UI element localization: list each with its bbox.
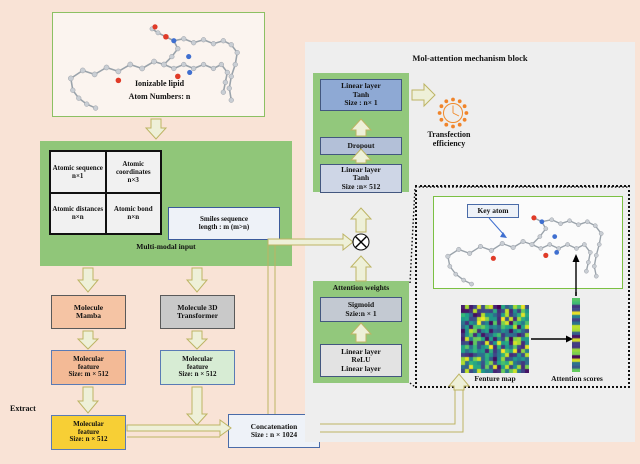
concat-line2: Size : n × 1024 [250,430,298,439]
transformer-line1: Molecule 3D [177,302,218,312]
relu-line2: ReLU [351,355,371,365]
feature-line2: feature [77,427,100,436]
key-atom-molecule-panel [433,196,623,289]
layer-line1: Linear layer [341,81,381,91]
feature-line1: Molecular [73,419,104,428]
arrow-transformer-to-feature [185,330,209,350]
feature-line2: feature [77,362,100,371]
relu-line1: Linear layer [341,346,381,356]
cell-size: n×n [71,213,84,222]
transfection-line2: efficiency [432,139,466,149]
dropout-box: Dropout [320,137,402,155]
ionizable-lipid-panel: Ionizable lipid Atom Numbers: n [52,12,265,117]
cell-name: Atomic sequence [52,163,103,172]
mamba-line1: Molecule [73,302,104,312]
atomic-distances-cell: Atomic distances n×n [50,192,106,234]
smiles-sequence-box: Smiles sequence length : m (m>n) [168,207,280,240]
mamba-line2: Mamba [76,311,101,320]
concat-line1: Concatenation [250,421,298,431]
key-atom-label-box: Key atom [467,204,519,218]
cell-name: Atomic coordinates [115,159,151,176]
layer-size: Size : n× 1 [344,98,378,108]
arrow-feature-to-concat [126,419,232,437]
feature-map-heatmap [461,305,529,373]
attention-scores-bar [572,298,580,372]
arrow-feature3d-down [185,386,209,426]
cell-name: Atomic bond [113,205,153,214]
molecule-3d-transformer-box: Molecule 3D Transformer [160,295,235,329]
molecular-feature-mamba-box: Molecular feature Size: m × 512 [51,350,126,385]
feature-map-label: Fenture map [474,374,516,383]
linear-layer-tanh-bottom-box: Linear layer Tanh Size :n× 512 [320,164,402,193]
layer-line2: Tanh [352,173,370,183]
smiles-line2: length : m (m>n) [198,222,250,231]
layer-size: Size :n× 512 [341,181,381,191]
transfection-line1: Transfection [427,130,471,139]
feature-size: Size: m × 512 [68,370,109,379]
arrow-multimodal-to-mamba [76,267,100,293]
feature-line1: Molecular [182,354,213,363]
atomic-coordinates-cell: Atomic coordinates n×3 [105,151,161,193]
molecule-mamba-box: Molecule Mamba [51,295,126,329]
cell-size: n×3 [127,175,139,184]
key-atom-molecule-graphic [445,215,604,287]
lipid-caption-line1: Ionizable lipid [134,79,185,88]
arrow-lipid-to-multimodal [144,118,168,140]
linear-relu-linear-box: Linear layer ReLU Linear layer [320,344,402,377]
cell-size: n×n [127,213,140,222]
feature-size: Size: n × 512 [178,370,217,379]
molecular-feature-extracted-box: Molecular feature Size: n × 512 [51,415,126,450]
transformer-line2: Transformer [176,311,219,320]
multimodal-caption: Multi-modal input [136,242,196,251]
cell-name: Atomic distances [52,205,104,214]
arrow-mamba-to-feature [76,330,100,350]
extract-label: Extract [10,404,36,413]
cell-size: n×1 [72,171,84,180]
layer-line1: Linear layer [341,164,381,174]
attention-scores-label: Attention scores [551,374,603,383]
feature-line1: Molecular [73,354,104,363]
concatenation-box: Concatenation Size : n × 1024 [228,414,320,448]
linear-layer-tanh-top-box: Linear layer Tanh Size : n× 1 [320,79,402,111]
smiles-line1: Smiles sequence [199,214,249,223]
atomic-feature-grid: Atomic sequence n×1 Atomic coordinates n… [49,150,162,235]
transfection-efficiency-icon [437,97,469,129]
sigmoid-line1: Sigmoid [347,300,375,310]
relu-line3: Linear layer [341,363,381,373]
sigmoid-box: Sigmoid Szie:n × 1 [320,297,402,322]
attention-weights-caption: Attention weights [332,283,390,292]
lipid-molecule-graphic [68,24,240,111]
arrow-multimodal-to-transformer [185,267,209,293]
transfection-efficiency-label: Transfection efficiency [404,130,494,148]
molecular-feature-3d-box: Molecular feature Size: n × 512 [160,350,235,385]
feature-size: Size: n × 512 [69,435,108,444]
arrow-extract-feature [76,386,100,414]
atomic-bond-cell: Atomic bond n×n [105,192,161,234]
sigmoid-line2: Szie:n × 1 [345,308,377,318]
atomic-sequence-cell: Atomic sequence n×1 [50,151,106,193]
lipid-caption-line2: Atom Numbers: n [128,92,191,101]
feature-line2: feature [186,362,209,371]
layer-line2: Tanh [352,89,370,99]
attention-block-title: Mol-attention mechanism block [412,53,528,63]
